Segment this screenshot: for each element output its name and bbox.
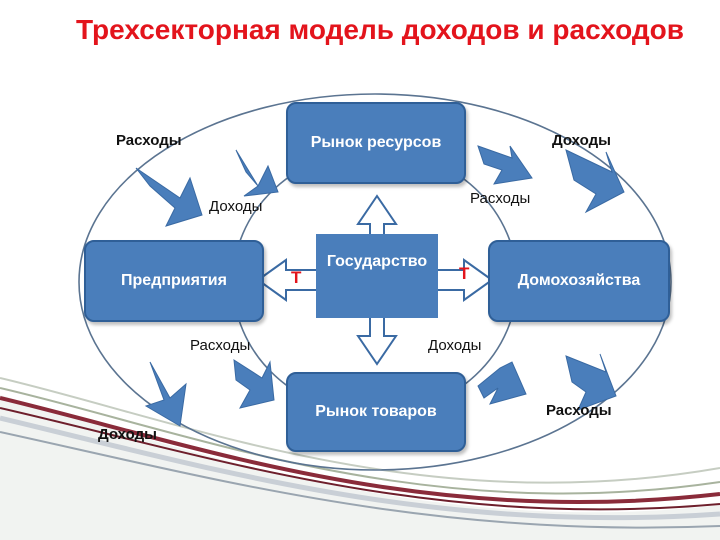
- flow-arrow-outer-top-right: [565, 149, 625, 214]
- flow-arrow-inner-top-right: [477, 145, 533, 185]
- label-outer-top-left: Расходы: [116, 132, 182, 149]
- node-resource-market-label: Рынок ресурсов: [310, 134, 442, 151]
- flow-arrow-outer-bottom-right: [565, 353, 617, 411]
- flow-arrow-inner-bottom-left: [233, 359, 275, 409]
- node-goods-market: Рынок товаров: [286, 372, 466, 452]
- government-arrow-left: [256, 258, 319, 302]
- government-arrows: [256, 194, 494, 366]
- node-resource-market: Рынок ресурсов: [286, 102, 466, 184]
- node-firms: Предприятия: [84, 240, 264, 322]
- label-inner-top-right: Расходы: [470, 190, 531, 207]
- flow-arrows: [135, 145, 625, 427]
- label-inner-top-left: Доходы: [209, 198, 263, 215]
- node-government-label: Государство: [326, 253, 428, 270]
- tax-label-right: Т: [459, 264, 470, 283]
- label-outer-bottom-right: Расходы: [546, 402, 612, 419]
- label-inner-bottom-left: Расходы: [190, 337, 251, 354]
- node-firms-label: Предприятия: [121, 272, 227, 289]
- node-households-label: Домохозяйства: [517, 272, 641, 289]
- label-outer-bottom-left: Доходы: [98, 426, 157, 443]
- label-outer-top-right: Доходы: [552, 132, 611, 149]
- background-swooshes: [0, 377, 720, 540]
- node-households: Домохозяйства: [488, 240, 670, 322]
- flow-arrow-outer-bottom-left: [144, 361, 187, 427]
- label-inner-bottom-right: Доходы: [428, 337, 482, 354]
- flow-arrow-outer-top-left: [135, 167, 203, 227]
- node-government: Государство: [316, 234, 438, 318]
- tax-label-left: Т: [291, 268, 302, 287]
- node-goods-market-label: Рынок товаров: [315, 403, 437, 420]
- page-title: Трехсекторная модель доходов и расходов: [76, 14, 684, 45]
- flow-arrow-inner-top-left: [235, 149, 279, 197]
- flow-arrow-inner-bottom-right: [477, 361, 527, 405]
